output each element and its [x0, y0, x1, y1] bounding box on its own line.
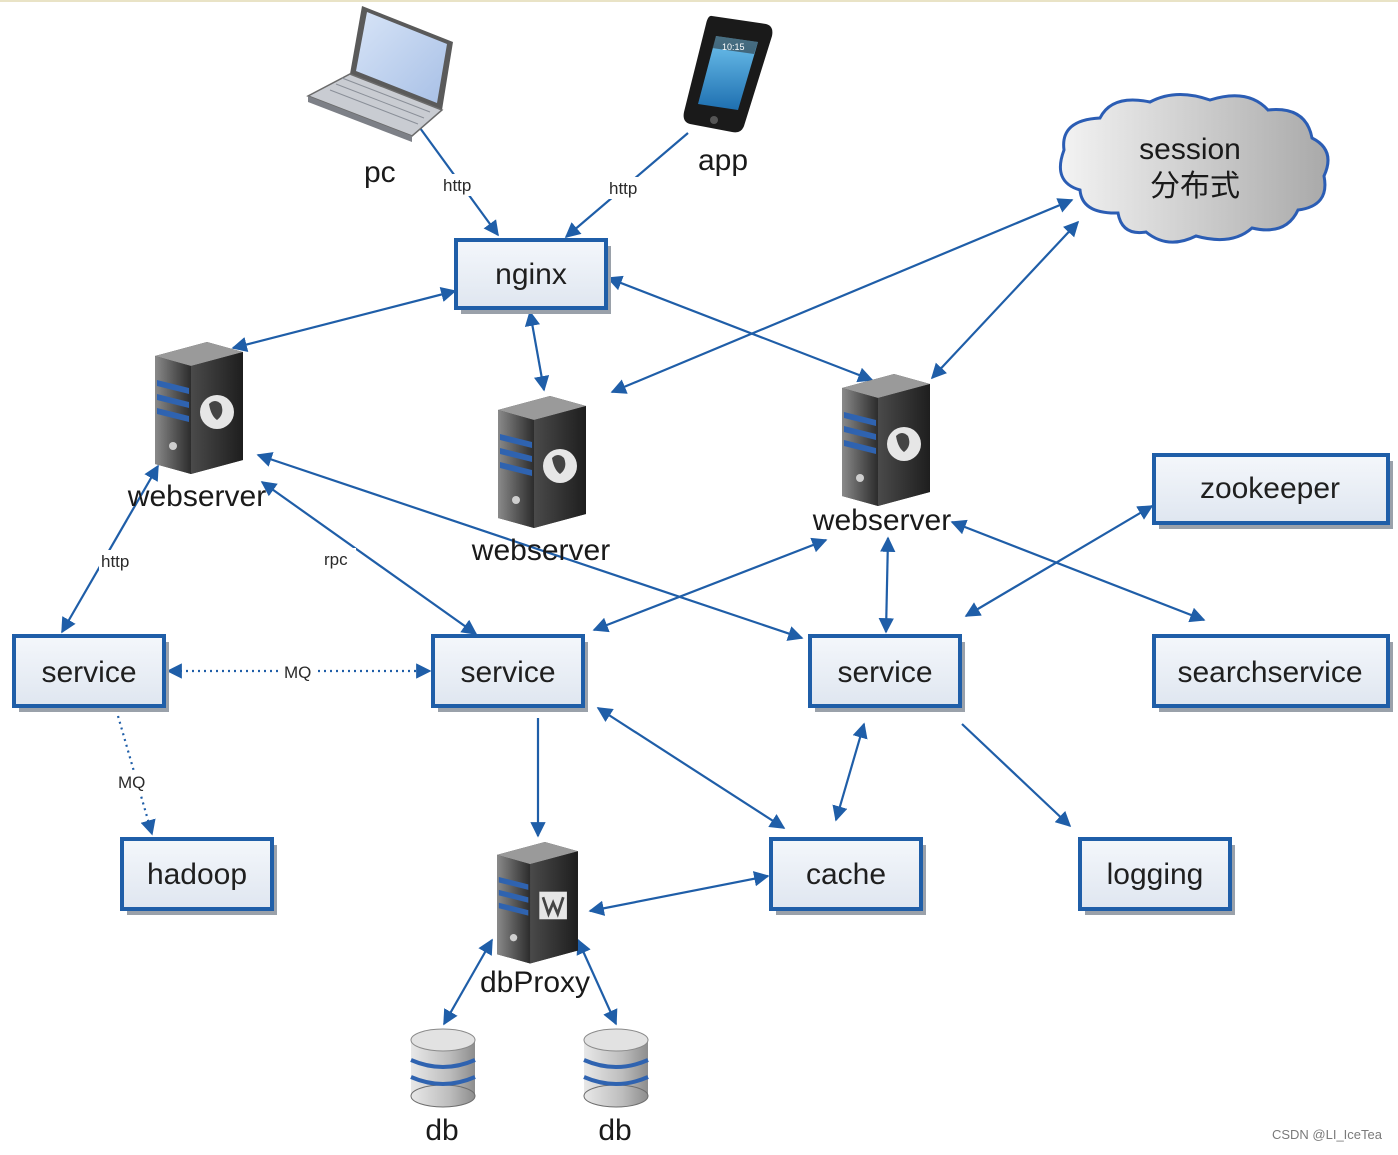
webserver-left-label: webserver — [127, 480, 266, 513]
box-hadoop: hadoop — [120, 837, 277, 915]
db-left-label: db — [425, 1114, 458, 1147]
box-nginx: nginx — [454, 238, 611, 314]
watermark: CSDN @LI_IceTea — [1272, 1127, 1383, 1142]
nginx-label: nginx — [495, 258, 567, 291]
edge-label-rpc: rpc — [324, 550, 348, 569]
edge-webserver-right-service-mid — [592, 537, 828, 633]
service-left-label: service — [41, 656, 136, 689]
edge-dbproxy-db-right — [576, 938, 618, 1026]
edge-webserver-left-service-left — [61, 464, 159, 634]
edge-label-mq-horizontal: MQ — [284, 663, 311, 682]
edge-label-app-http: http — [609, 179, 637, 198]
service-mid-label: service — [460, 656, 555, 689]
edge-labels: http http http rpc MQ MQ — [99, 174, 644, 793]
edge-webserver-right-service-right — [878, 536, 896, 634]
dbproxy-label: dbProxy — [480, 966, 590, 999]
server-icon-dbproxy — [497, 842, 578, 964]
edge-session-webserver-mid — [610, 198, 1074, 394]
server-icon-mid — [498, 396, 586, 528]
edge-service-mid-cache — [596, 707, 786, 829]
box-service-left: service — [12, 634, 169, 712]
box-service-right: service — [808, 634, 965, 712]
server-icon-right — [842, 374, 930, 506]
box-service-mid: service — [431, 634, 588, 712]
searchservice-label: searchservice — [1177, 656, 1362, 689]
cache-label: cache — [806, 858, 886, 891]
phone-time: 10:15 — [722, 42, 745, 52]
db-right-label: db — [598, 1114, 631, 1147]
edge-label-mq-vertical: MQ — [118, 773, 145, 792]
edge-webserver-left-service-mid — [260, 481, 478, 635]
box-cache: cache — [769, 837, 926, 915]
cloud-label-distributed: 分布式 — [1150, 170, 1240, 203]
cloud-icon — [1059, 93, 1330, 244]
app-label: app — [698, 144, 748, 177]
edge-zookeeper-service-right — [964, 505, 1154, 617]
edge-label-pc-http: http — [443, 176, 471, 195]
edge-nginx-webserver-mid — [524, 310, 550, 392]
zookeeper-label: zookeeper — [1200, 472, 1340, 505]
webserver-right-label: webserver — [812, 504, 951, 537]
edge-nginx-webserver-left — [231, 286, 457, 353]
edge-label-http: http — [101, 552, 129, 571]
edge-dbproxy-db-left — [443, 938, 493, 1026]
laptop-icon — [306, 6, 453, 142]
box-logging: logging — [1078, 837, 1235, 915]
edge-service-right-logging — [961, 723, 1072, 828]
webserver-mid-label: webserver — [471, 534, 610, 567]
hadoop-label: hadoop — [147, 858, 247, 891]
database-icon-left — [410, 1028, 476, 1108]
edge-cache-dbproxy — [588, 871, 770, 916]
edges — [61, 127, 1206, 1026]
top-border — [0, 0, 1398, 2]
logging-label: logging — [1107, 858, 1204, 891]
edge-service-right-cache — [832, 722, 868, 822]
server-icon-left — [155, 342, 243, 474]
cloud-label-session: session — [1139, 133, 1241, 166]
box-zookeeper: zookeeper — [1152, 453, 1393, 529]
pc-label: pc — [364, 156, 396, 189]
edge-nginx-webserver-right — [606, 275, 874, 383]
phone-icon: 10:15 — [683, 15, 773, 133]
edge-webserver-right-searchservice — [950, 519, 1206, 623]
box-searchservice: searchservice — [1152, 634, 1393, 712]
database-icon-right — [583, 1028, 649, 1108]
service-right-label: service — [837, 656, 932, 689]
edge-session-webserver-right — [930, 220, 1080, 380]
